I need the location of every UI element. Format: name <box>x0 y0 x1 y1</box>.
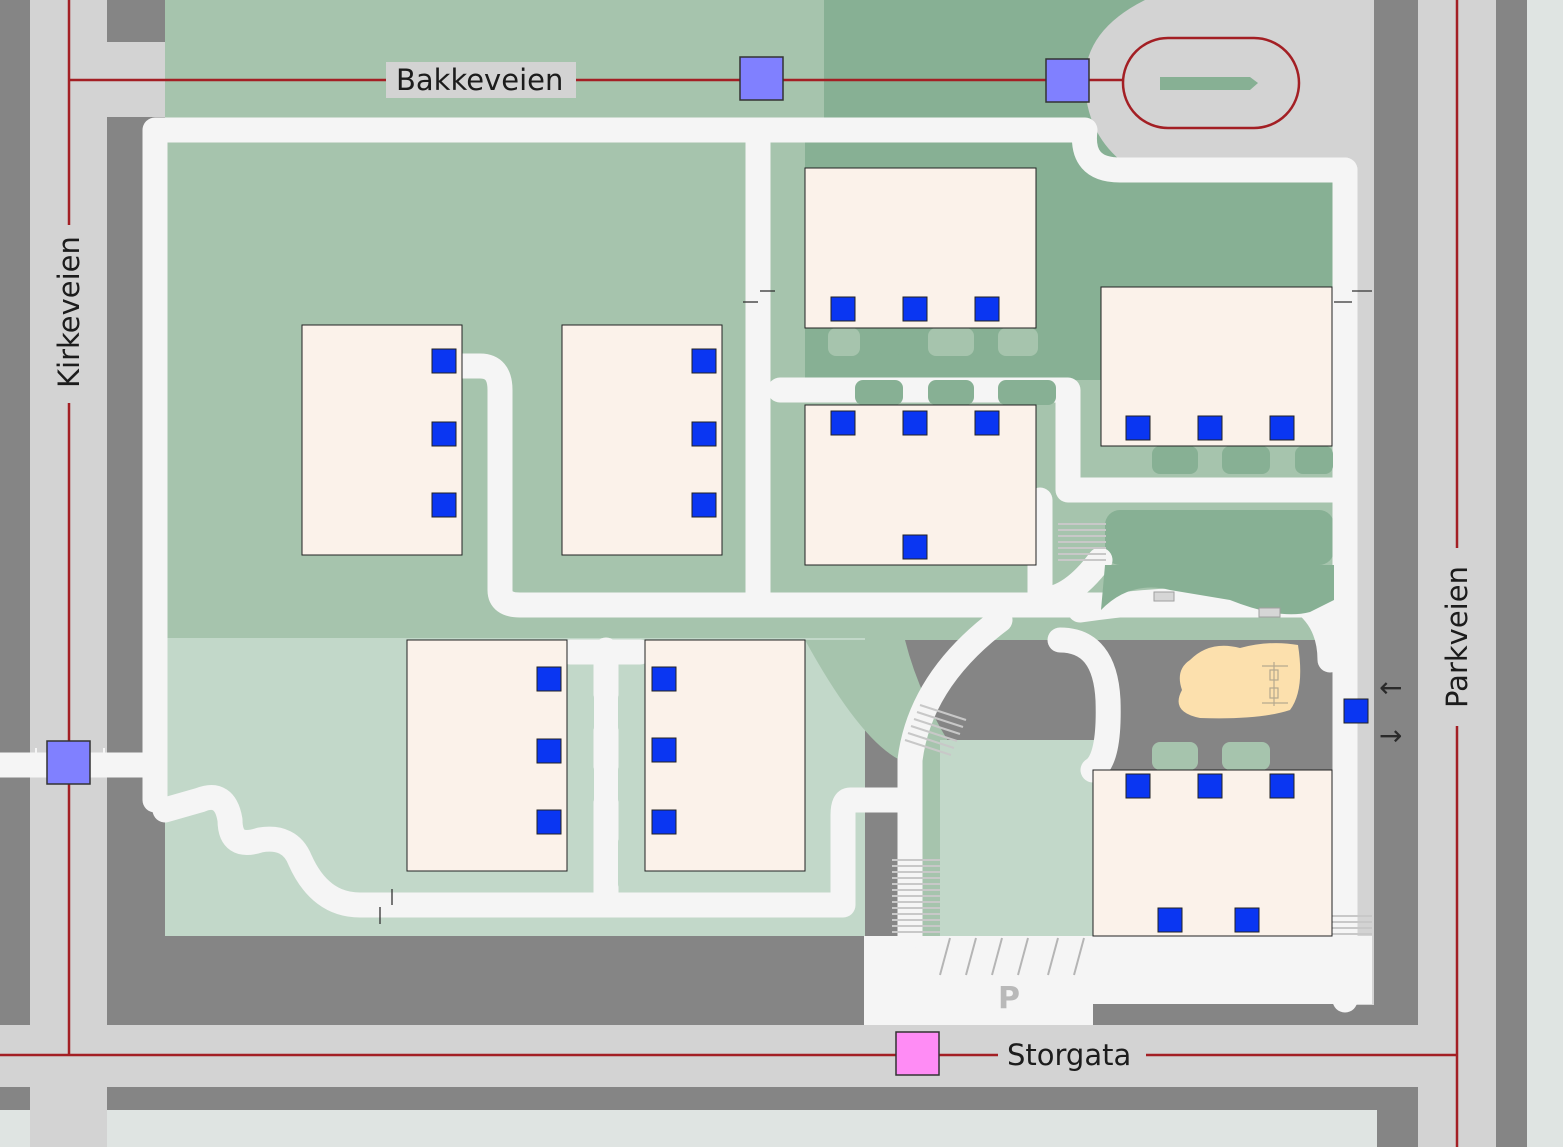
street-label-storgata: Storgata <box>1007 1038 1131 1072</box>
gates <box>379 290 1372 924</box>
walking-paths <box>0 117 1358 1013</box>
street-label-bakkeveien: Bakkeveien <box>396 63 563 97</box>
entrance-icon <box>691 421 717 447</box>
entrance-icon <box>536 666 562 692</box>
entrance-icon <box>902 296 928 322</box>
entrance-icon <box>902 410 928 436</box>
entrance-icon <box>651 737 677 763</box>
entrance-icon <box>651 809 677 835</box>
bays <box>570 328 1333 892</box>
arrow-left-icon: ← <box>1379 671 1402 704</box>
arrow-right-icon: → <box>1379 719 1402 752</box>
entrances <box>431 296 1369 933</box>
bench-icon <box>1153 591 1175 602</box>
entrance-icon <box>1269 415 1295 441</box>
entrance-icon <box>902 534 928 560</box>
parking-label: P <box>998 981 1020 1016</box>
entrance-icon <box>1197 415 1223 441</box>
entrance-icon <box>830 296 856 322</box>
entrance-icon <box>974 296 1000 322</box>
main-stop-icon <box>895 1031 940 1076</box>
bus-stop-icon <box>739 56 784 101</box>
entrance-icon <box>431 421 457 447</box>
bench-icon <box>1258 607 1281 618</box>
entrance-icon <box>651 666 677 692</box>
entrance-icon <box>1269 773 1295 799</box>
street-label-kirkeveien: Kirkeveien <box>52 236 86 388</box>
entrance-icon <box>691 492 717 518</box>
entrance-icon <box>536 809 562 835</box>
entrance-icon <box>974 410 1000 436</box>
entrance-icon <box>1234 907 1260 933</box>
bus-stops <box>46 56 1090 1076</box>
crosswalks <box>892 523 1372 935</box>
bus-stop-icon <box>1045 58 1090 103</box>
entrance-icon <box>691 348 717 374</box>
entrance-icon <box>1197 773 1223 799</box>
entrance-icon <box>1343 698 1369 724</box>
entrance-icon <box>431 348 457 374</box>
entrance-icon <box>1125 773 1151 799</box>
street-label-parkveien: Parkveien <box>1440 566 1474 708</box>
entrance-icon <box>536 738 562 764</box>
route-lines <box>0 0 1459 1147</box>
bus-stop-icon <box>46 740 91 785</box>
entrance-icon <box>830 410 856 436</box>
roundabout <box>1085 0 1334 160</box>
playground <box>1178 643 1301 719</box>
entrance-icon <box>431 492 457 518</box>
parking-lot <box>939 937 1085 976</box>
entrance-icon <box>1125 415 1151 441</box>
entrance-icon <box>1157 907 1183 933</box>
